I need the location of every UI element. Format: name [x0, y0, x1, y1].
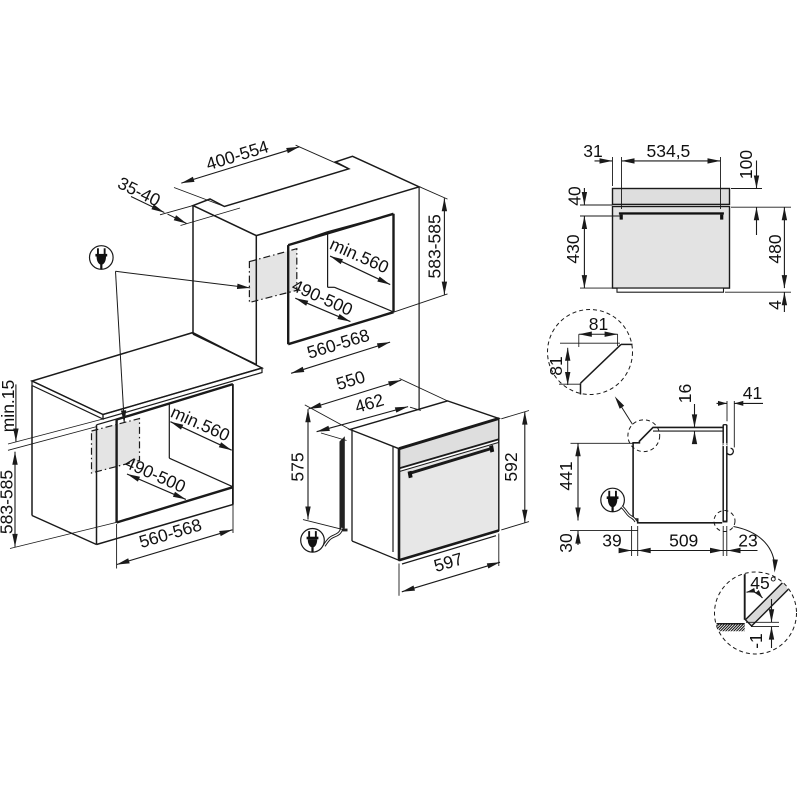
svg-text:583-585: 583-585 [425, 214, 445, 278]
svg-text:45°: 45° [750, 573, 776, 593]
svg-text:534,5: 534,5 [647, 141, 691, 161]
svg-text:100: 100 [736, 150, 756, 179]
svg-text:40: 40 [565, 186, 585, 206]
svg-text:575: 575 [288, 452, 308, 481]
svg-text:16: 16 [675, 384, 695, 403]
svg-text:430: 430 [563, 234, 583, 263]
svg-text:4: 4 [765, 300, 785, 310]
svg-text:480: 480 [765, 234, 785, 263]
svg-text:81: 81 [546, 356, 566, 375]
svg-text:583-585: 583-585 [0, 470, 17, 534]
svg-text:41: 41 [743, 383, 762, 403]
svg-text:509: 509 [669, 531, 698, 551]
svg-text:-1: -1 [746, 633, 766, 649]
svg-text:30: 30 [556, 533, 576, 553]
svg-text:441: 441 [556, 461, 576, 490]
svg-text:31: 31 [583, 141, 602, 161]
svg-text:min.15: min.15 [0, 380, 18, 433]
svg-text:39: 39 [602, 531, 621, 551]
svg-text:23: 23 [738, 531, 757, 551]
svg-text:81: 81 [589, 314, 608, 334]
svg-text:592: 592 [501, 452, 521, 481]
